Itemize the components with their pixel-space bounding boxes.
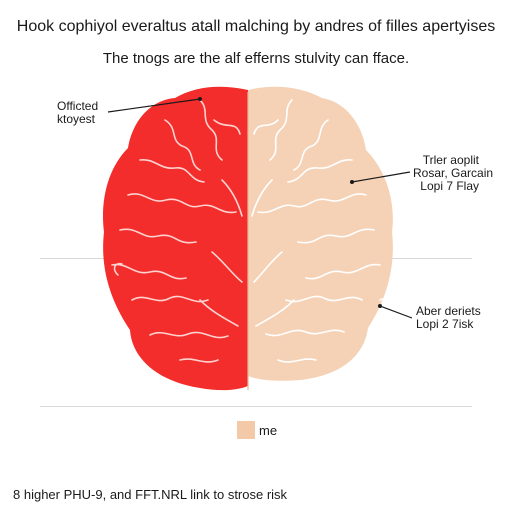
footer-note: 8 higher PHU-9, and FFT.NRL link to stro… — [13, 487, 288, 502]
right-top-annotation-line-3: Lopi 7 Flay — [420, 179, 479, 193]
left-annotation-line — [107, 98, 201, 113]
right-bottom-annotation-line-2: Lopi 2 7isk — [416, 317, 474, 331]
right-bottom-annotation-line-1: Aber deriets — [416, 304, 481, 318]
right-sulci — [251, 99, 387, 363]
right-bottom-annotation-label: Aber deriets Lopi 2 7isk — [416, 305, 481, 331]
right-top-annotation-line — [351, 171, 411, 183]
right-hemisphere — [248, 86, 393, 381]
left-sulci — [111, 99, 243, 363]
diagram-subtitle: The tnogs are the alf efferns stulvity c… — [102, 50, 410, 67]
left-annotation-dot — [198, 97, 202, 101]
diagram-title: Hook cophiyol everaltus atall malching b… — [16, 18, 496, 35]
legend-swatch — [237, 421, 255, 439]
right-top-annotation-line-2: Rosar, Garcain — [413, 166, 494, 180]
bottom-divider — [40, 406, 472, 407]
legend: me — [237, 421, 277, 439]
legend-label: me — [259, 422, 278, 438]
left-annotation-line-2: ktoyest — [57, 112, 96, 126]
left-annotation-line-1: Officted — [57, 99, 99, 113]
left-annotation-label: Officted ktoyest — [57, 100, 98, 126]
right-top-annotation-line-1: Trler aoplit — [422, 153, 479, 167]
right-top-annotation-dot — [350, 180, 354, 184]
right-top-annotation-label: Trler aoplit Rosar, Garcain Lopi 7 Flay — [413, 153, 494, 193]
right-bottom-annotation-dot — [378, 304, 382, 308]
right-bottom-annotation-line — [379, 305, 413, 319]
